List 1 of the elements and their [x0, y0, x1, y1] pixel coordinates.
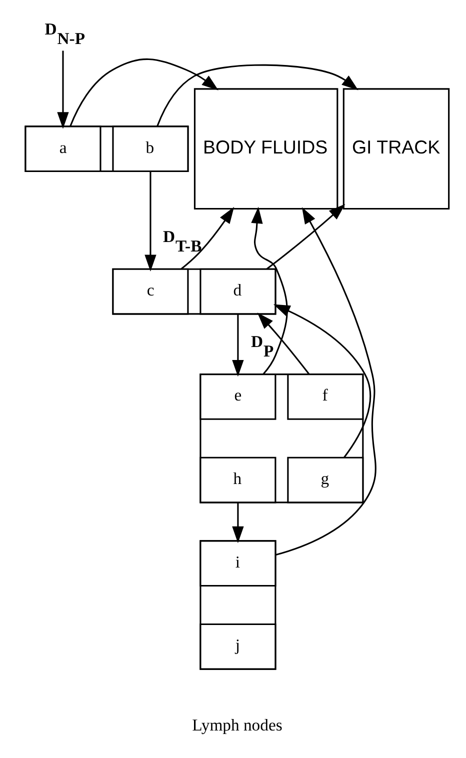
- node-label: Lymph nodes: [192, 715, 282, 734]
